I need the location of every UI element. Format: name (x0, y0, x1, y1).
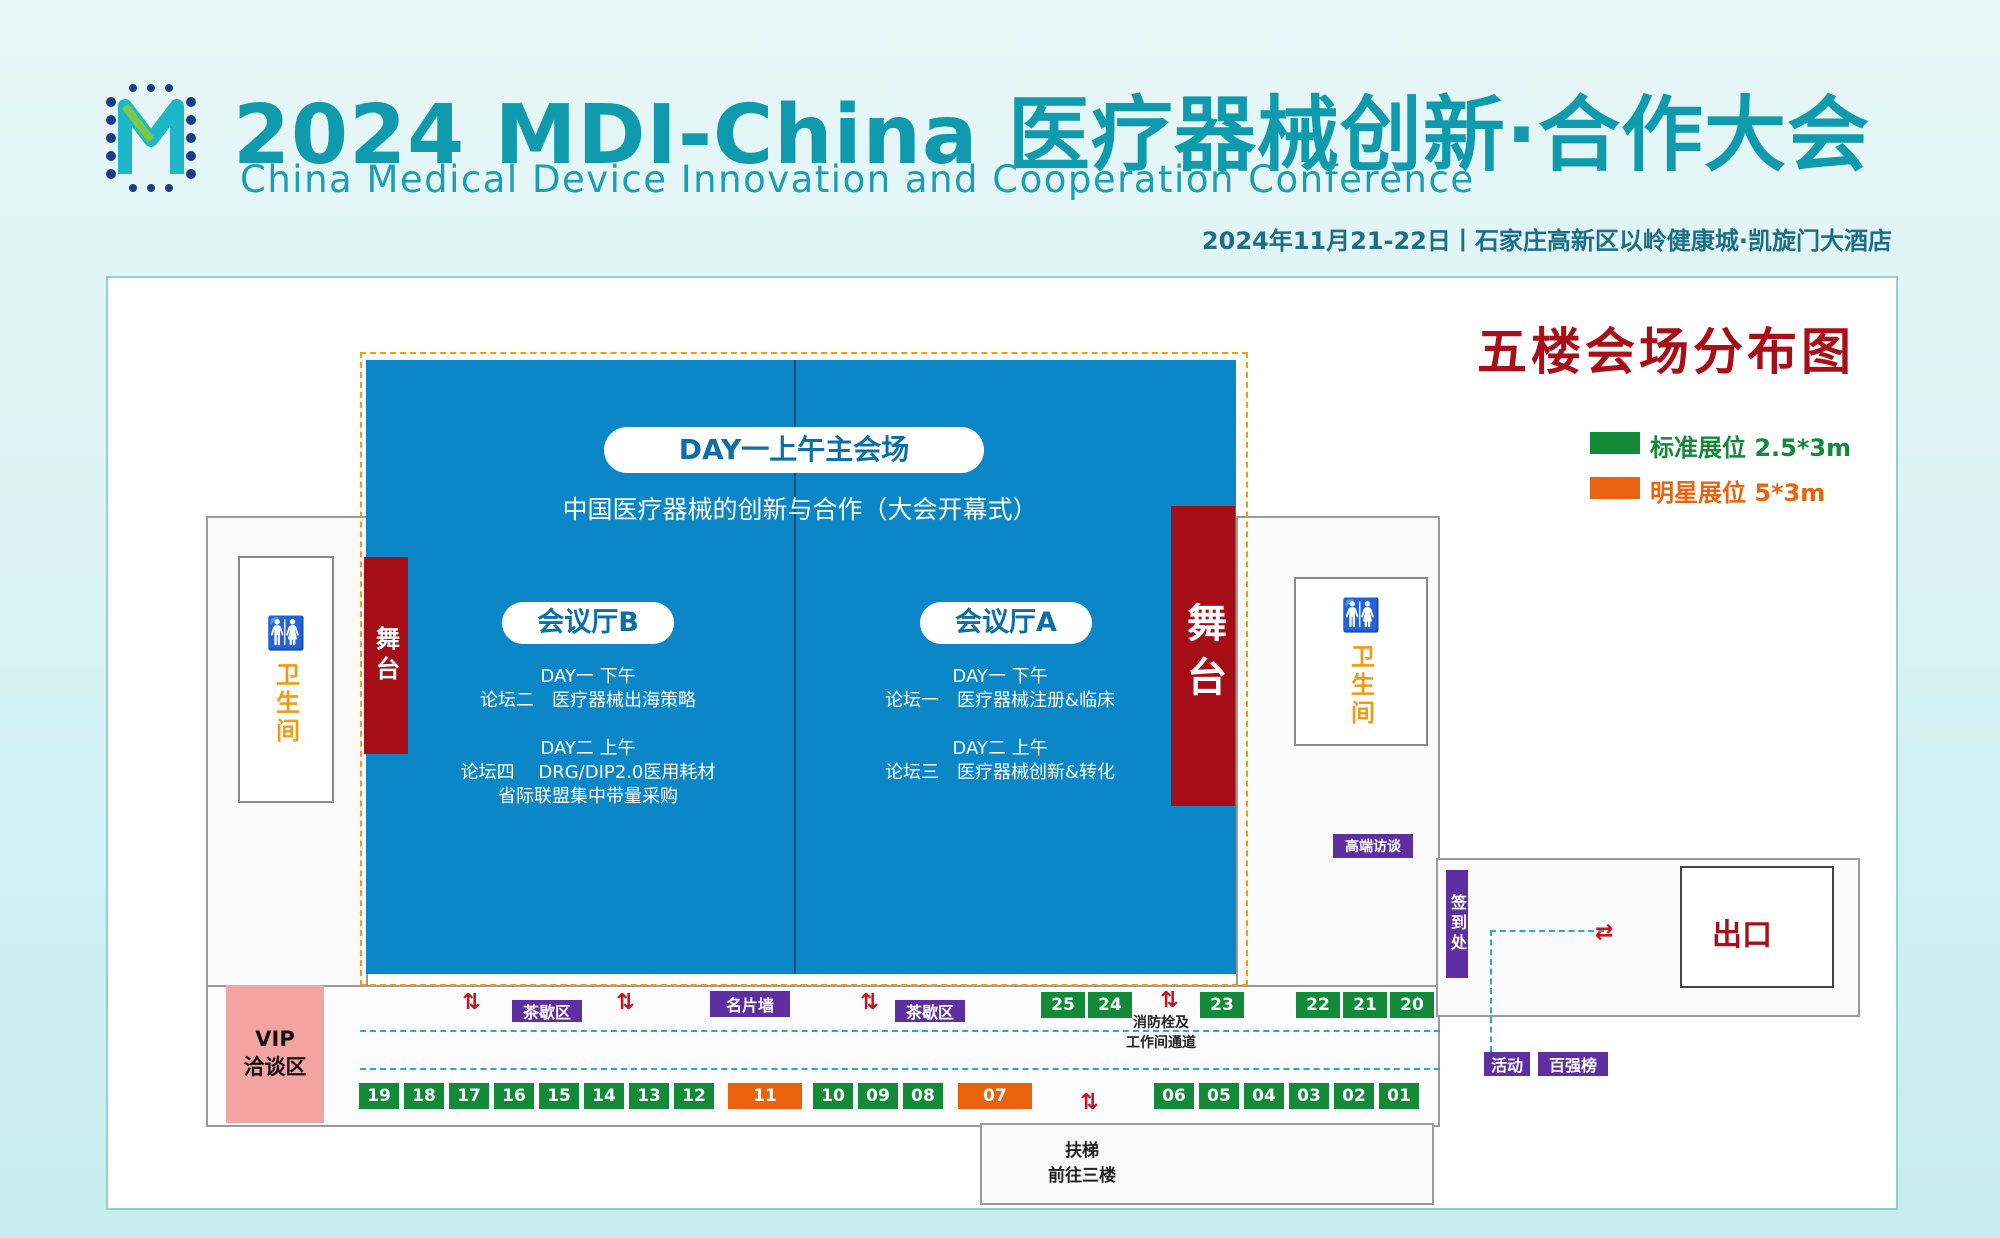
legend-standard-swatch (1590, 432, 1640, 454)
exit-arrows: ⇄ (1595, 920, 1614, 945)
map-title: 五楼会场分布图 (1477, 323, 1855, 381)
restroom-right: 🚻 卫生间 (1294, 577, 1428, 746)
booth-13: 13 (629, 1083, 669, 1109)
booth-06: 06 (1154, 1083, 1194, 1109)
vip-meeting-area: VIP 洽谈区 (226, 985, 324, 1123)
escalator-area (980, 1123, 1434, 1205)
escalator-arrows: ⇅ (1080, 1090, 1099, 1115)
stage-left: 舞台 (364, 557, 408, 754)
hall-a-pill: 会议厅A (920, 602, 1092, 644)
mdi-logo (106, 84, 196, 192)
booth-23: 23 (1200, 992, 1244, 1018)
booth-05: 05 (1199, 1083, 1239, 1109)
escalator-note: 扶梯 前往三楼 (1048, 1141, 1116, 1186)
restroom-icon: 🚻 (266, 613, 306, 652)
booth-24: 24 (1088, 992, 1132, 1018)
high-end-interview: 高端访谈 (1333, 834, 1413, 858)
sign-in-desk: 签到处 (1446, 870, 1468, 978)
door-arrows-1: ⇅ (462, 990, 481, 1015)
tea-break-left: 茶歇区 (512, 1000, 582, 1022)
booth-15: 15 (539, 1083, 579, 1109)
tea-break-right-label: 茶歇区 (905, 1003, 954, 1022)
main-venue-pill: DAY一上午主会场 (604, 427, 984, 473)
event-date-location: 2024年11月21-22日丨石家庄高新区以岭健康城·凯旋门大酒店 (1201, 227, 1892, 255)
booth-21: 21 (1343, 992, 1387, 1018)
booth-20: 20 (1390, 992, 1434, 1018)
fire-hydrant-note: 消防栓及 工作间通道 (1126, 1015, 1196, 1051)
page-subtitle: China Medical Device Innovation and Coop… (240, 158, 1475, 201)
booth-17: 17 (449, 1083, 489, 1109)
booth-19: 19 (359, 1083, 399, 1109)
booth-10: 10 (813, 1083, 853, 1109)
tea-break-right: 茶歇区 (895, 1000, 965, 1022)
hall-a-line2: 论坛一 医疗器械注册&临床 (884, 690, 1116, 711)
booth-09: 09 (858, 1083, 898, 1109)
hall-b-line4: 论坛四 DRG/DIP2.0医用耗材 (460, 762, 716, 783)
booth-04: 04 (1244, 1083, 1284, 1109)
hall-a-line1: DAY一 下午 (952, 666, 1048, 687)
hall-a-line4: 论坛三 医疗器械创新&转化 (884, 762, 1116, 783)
booth-07: 07 (958, 1083, 1032, 1109)
booth-16: 16 (494, 1083, 534, 1109)
top100-label: 百强榜 (1548, 1056, 1597, 1075)
restroom-right-label: 卫生间 (1346, 643, 1375, 728)
hall-b-line3: DAY二 上午 (540, 738, 636, 759)
legend-star-swatch (1590, 477, 1640, 499)
hall-b-line2: 论坛二 医疗器械出海策略 (480, 690, 696, 711)
tea-break-left-label: 茶歇区 (522, 1003, 571, 1022)
exit-label: 出口 (1712, 918, 1772, 953)
top100-board: 百强榜 (1538, 1052, 1608, 1076)
card-wall-label: 名片墙 (725, 996, 774, 1015)
elevator-bank (1680, 866, 1834, 988)
card-wall: 名片墙 (710, 991, 790, 1017)
door-arrows-3: ⇅ (860, 990, 879, 1015)
booth-03: 03 (1289, 1083, 1329, 1109)
legend-standard-label: 标准展位 2.5*3m (1650, 434, 1852, 462)
booth-25: 25 (1041, 992, 1085, 1018)
main-hall-outline (360, 352, 1248, 986)
booth-12: 12 (674, 1083, 714, 1109)
booth-01: 01 (1379, 1083, 1419, 1109)
page-title: 2024 MDI-China 医疗器械创新·合作大会 (233, 88, 1871, 183)
booth-18: 18 (404, 1083, 444, 1109)
route-upper (360, 1030, 1440, 1032)
door-arrows-2: ⇅ (616, 990, 635, 1015)
booth-14: 14 (584, 1083, 624, 1109)
sign-in-label: 签到处 (1448, 894, 1467, 954)
activity-label: 活动 (1490, 1056, 1523, 1075)
stage-right: 舞台 (1171, 506, 1235, 806)
legend-star-label: 明星展位 5*3m (1650, 479, 1826, 507)
booth-11: 11 (728, 1083, 802, 1109)
booth-02: 02 (1334, 1083, 1374, 1109)
restroom-left: 🚻 卫生间 (238, 556, 334, 803)
main-venue-subtitle: 中国医疗器械的创新与合作（大会开幕式） (562, 495, 1038, 524)
hall-b-pill: 会议厅B (502, 602, 674, 644)
high-end-interview-label: 高端访谈 (1345, 839, 1401, 855)
restroom-icon: 🚻 (1341, 595, 1381, 634)
route-to-exit (1490, 930, 1604, 1052)
door-arrows-4: ⇅ (1160, 988, 1179, 1013)
hall-a-line3: DAY二 上午 (952, 738, 1048, 759)
activity-area: 活动 (1484, 1052, 1530, 1076)
hall-b-line1: DAY一 下午 (540, 666, 636, 687)
hall-divider (794, 360, 796, 974)
booth-22: 22 (1296, 992, 1340, 1018)
booth-08: 08 (903, 1083, 943, 1109)
hall-b-line5: 省际联盟集中带量采购 (498, 786, 678, 807)
route-lower (360, 1068, 1440, 1070)
restroom-left-label: 卫生间 (271, 661, 300, 746)
